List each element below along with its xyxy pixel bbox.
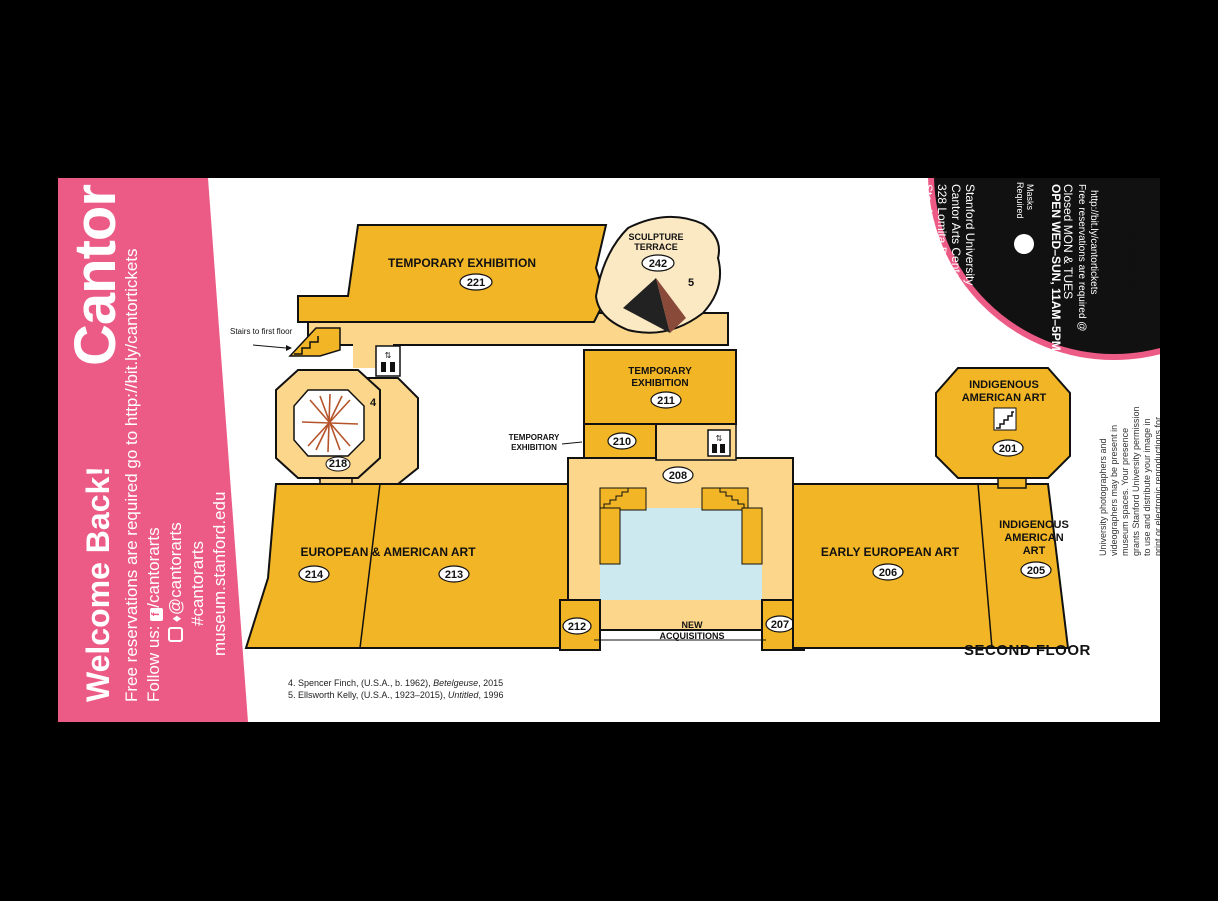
- room-242-label-1: SCULPTURE: [628, 232, 683, 242]
- room-218-number: 218: [329, 458, 347, 470]
- room-221-number: 221: [467, 277, 485, 289]
- room-205-number: 205: [1027, 565, 1045, 577]
- room-210-badge: [607, 432, 637, 450]
- room-212-badge: [562, 617, 592, 635]
- stairs-label: Stairs to first floor: [230, 327, 293, 336]
- info-line-1: Stanford University: [963, 184, 977, 286]
- room-214-badge: [298, 565, 330, 583]
- grand-staircases: [599, 487, 763, 565]
- info-line-2: Cantor Arts Center: [949, 184, 963, 284]
- credit-line-4: 4. Spencer Finch, (U.S.A., b. 1962), Bet…: [288, 678, 504, 688]
- photography-notice: University photographers and videographe…: [1098, 406, 1160, 556]
- room-206-205[interactable]: [792, 483, 1070, 649]
- room-205-label-2: AMERICAN: [1004, 532, 1063, 544]
- stairs-icon: [993, 407, 1017, 431]
- new-acquisitions-label-1: NEW: [682, 620, 704, 630]
- floor-name: SECOND FLOOR: [964, 642, 1091, 659]
- credit-line-5: 5. Ellsworth Kelly, (U.S.A., 1923–2015),…: [288, 690, 504, 700]
- room-201-label-1: INDIGENOUS: [969, 379, 1039, 391]
- room-214-213-european-american[interactable]: [244, 483, 569, 649]
- sidebar-edge: [208, 178, 248, 722]
- euro-american-label: EUROPEAN & AMERICAN ART: [300, 545, 476, 559]
- room-221-badge: [459, 273, 493, 291]
- room-242-badge: [641, 254, 675, 272]
- museum-map-card: Cantor Welcome Back! Free reservations a…: [58, 178, 1160, 722]
- closed-days: Closed MON & TUES: [1061, 184, 1075, 300]
- room-210-label-1: TEMPORARY: [509, 433, 560, 442]
- mask-face-icon: [1014, 234, 1034, 254]
- room-214-number: 214: [305, 569, 324, 581]
- room-211-label-2: EXHIBITION: [631, 378, 688, 389]
- room-242-sculpture-terrace[interactable]: [594, 215, 722, 334]
- room-210-number: 210: [613, 436, 631, 448]
- room-242-label-2: TERRACE: [634, 242, 678, 252]
- room-208-number: 208: [669, 470, 687, 482]
- artwork-4-marker: 4: [370, 397, 377, 409]
- room-207-number: 207: [771, 619, 789, 631]
- room-210-label-2: EXHIBITION: [511, 443, 557, 452]
- betelgeuse-artwork: [301, 393, 359, 453]
- kelly-sculpture-black: [623, 278, 670, 333]
- room-218-badge: [325, 456, 351, 472]
- room-205-label-1: INDIGENOUS: [999, 519, 1069, 531]
- elevator-icon-center: ⇅: [707, 429, 731, 457]
- artwork-5-marker: 5: [688, 277, 694, 289]
- room-212-number: 212: [568, 621, 586, 633]
- room-205-label-3: ART: [1023, 545, 1046, 557]
- room-208-badge: [662, 466, 694, 484]
- room-201-number: 201: [999, 443, 1017, 455]
- stairs-arrowhead: [286, 345, 292, 351]
- stairs-to-first-floor[interactable]: [288, 327, 341, 357]
- room-211-number: 211: [657, 395, 675, 407]
- info-line-3: 328 Lomita Drive: [935, 184, 949, 275]
- always-label: ALWAYS: [1113, 184, 1127, 234]
- room-201-label-2: AMERICAN ART: [962, 392, 1047, 404]
- room-211[interactable]: [583, 349, 737, 425]
- room-221-label: TEMPORARY EXHIBITION: [388, 256, 536, 270]
- info-line-4: Stanford, CA 94305: [921, 184, 935, 289]
- room-206-badge: [872, 563, 904, 581]
- room-213-badge: [438, 565, 470, 583]
- room-211-label-1: TEMPORARY: [628, 366, 692, 377]
- elevator-icon: ⇅: [375, 345, 401, 377]
- svg-text:⇅: ⇅: [716, 434, 723, 443]
- room-206-number: 206: [879, 567, 897, 579]
- room-210-pointer: [561, 441, 583, 445]
- svg-text:⇅: ⇅: [385, 351, 392, 360]
- atrium-open-space: [600, 508, 762, 600]
- room-221[interactable]: [297, 224, 608, 323]
- tickets-link[interactable]: http://bit.ly/cantortickets: [1088, 190, 1099, 295]
- divider-214-213: [359, 483, 381, 649]
- floor-plan: TEMPORARY EXHIBITION 221 SCULPTURE TERRA…: [208, 178, 1071, 722]
- stairs-arrow: [252, 344, 287, 349]
- room-213-number: 213: [445, 569, 463, 581]
- room-211-badge: [650, 391, 682, 409]
- room-201-badge: [992, 439, 1024, 457]
- free-admission-label: FREE ADMISSION: [1127, 184, 1141, 287]
- room-205-badge: [1020, 561, 1052, 579]
- divider-206-205: [977, 483, 993, 649]
- new-acquisitions-label-2: ACQUISITIONS: [659, 631, 724, 641]
- masks-required-label: Required: [1015, 182, 1025, 219]
- kelly-sculpture-red: [656, 278, 686, 333]
- room-206-label: EARLY EUROPEAN ART: [821, 545, 960, 559]
- room-242-number: 242: [649, 258, 667, 270]
